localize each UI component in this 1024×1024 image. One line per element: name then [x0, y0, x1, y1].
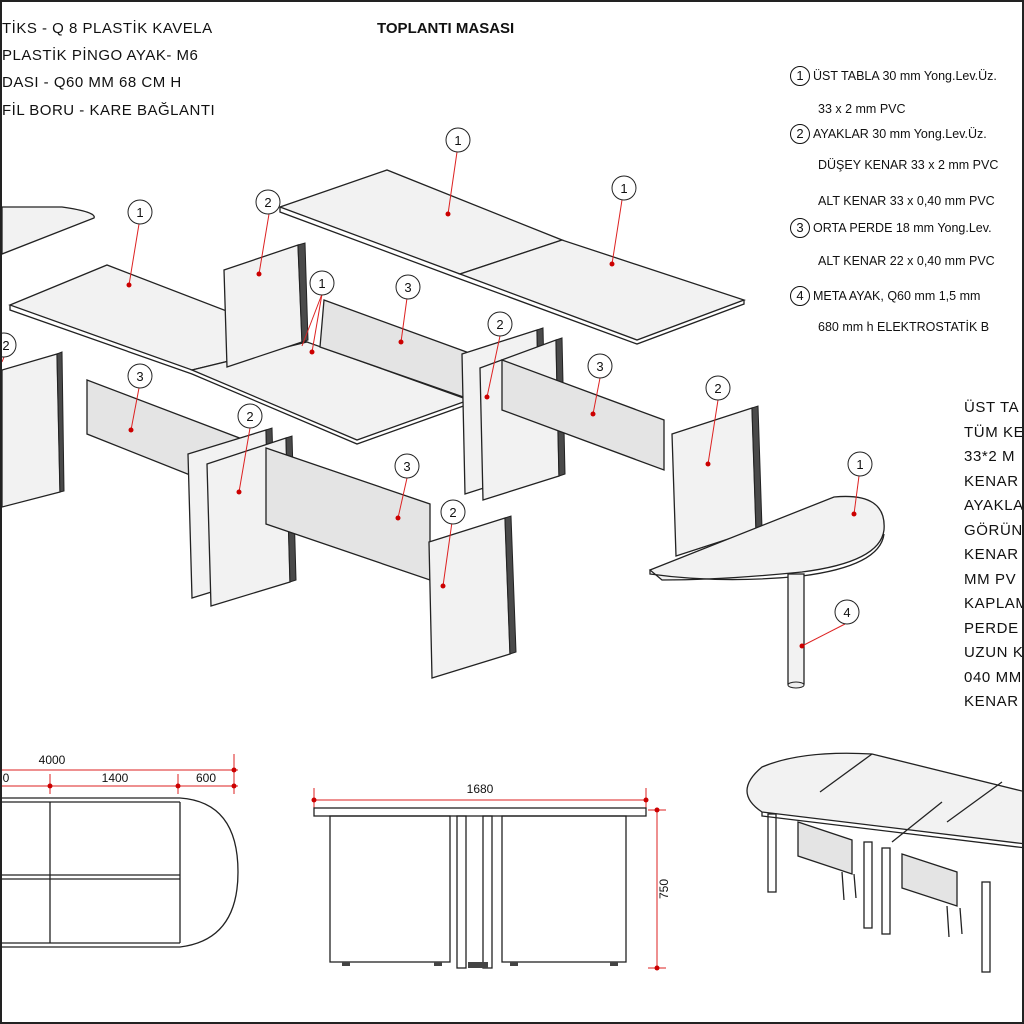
- svg-text:2: 2: [449, 505, 456, 520]
- leg-panel-front: [428, 517, 511, 679]
- leg-panel-front-edge: [504, 515, 517, 655]
- metal-leg: [787, 573, 805, 685]
- spec-num-circle: 4: [790, 286, 810, 306]
- spec-item-1-sub: 33 x 2 mm PVC: [818, 102, 906, 116]
- callout-2: 2: [237, 403, 263, 429]
- leg-panel-left-edge: [56, 351, 65, 493]
- page-title: TOPLANTI MASASI: [377, 20, 515, 37]
- callout-2: 2: [705, 375, 731, 401]
- svg-text:2: 2: [496, 317, 503, 332]
- callout-1: 1: [611, 175, 637, 201]
- callout-3: 3: [587, 353, 613, 379]
- note-line: KENAR: [964, 472, 1019, 490]
- leg-panel-left: [2, 353, 61, 508]
- spec-item-2-sub1: DÜŞEY KENAR 33 x 2 mm PVC: [818, 158, 999, 172]
- header-line-3: DASI - Q60 MM 68 CM H: [2, 74, 182, 91]
- svg-text:1: 1: [136, 205, 143, 220]
- assembled-view: [746, 752, 1022, 973]
- callout-1: 1: [127, 199, 153, 225]
- dim-total-length: 4000: [39, 753, 66, 767]
- dim-seg-right: 600: [196, 771, 216, 785]
- dim-seg-left: 0: [3, 771, 10, 785]
- spec-num-circle: 2: [790, 124, 810, 144]
- spec-num-circle: 3: [790, 218, 810, 238]
- callout-1: 1: [445, 127, 471, 153]
- header-line-4: FİL BORU - KARE BAĞLANTI: [2, 102, 216, 119]
- dim-width: 1680: [467, 782, 494, 796]
- callout-1: 1: [309, 270, 335, 296]
- svg-text:2: 2: [714, 381, 721, 396]
- svg-text:1: 1: [620, 181, 627, 196]
- svg-text:1: 1: [454, 133, 461, 148]
- callout-labels: 1 1 1 2 1 3 2 3 3 2 3 2 2 1 4 2: [2, 127, 873, 625]
- svg-text:3: 3: [404, 280, 411, 295]
- note-line: TÜM KE: [964, 423, 1024, 441]
- spec-item-4-sub: 680 mm h ELEKTROSTATİK B: [818, 320, 990, 334]
- metal-leg-foot: [787, 681, 805, 689]
- note-line: UZUN K: [964, 644, 1024, 661]
- leg-panel-back-edge: [297, 242, 309, 343]
- note-line: GÖRÜN: [964, 521, 1023, 539]
- right-notes: ÜST TA TÜM KE 33*2 M KENAR AYAKLA GÖRÜN …: [964, 396, 1024, 715]
- callout-3: 3: [127, 363, 153, 389]
- svg-text:2: 2: [2, 338, 9, 353]
- callout-3: 3: [394, 453, 420, 479]
- svg-text:1: 1: [318, 276, 325, 291]
- note-line: KENAR: [964, 693, 1019, 710]
- svg-text:1: 1: [856, 457, 863, 472]
- note-line: KENAR: [964, 546, 1019, 563]
- callout-2: 2: [2, 332, 17, 358]
- callout-2: 2: [440, 499, 466, 525]
- svg-text:3: 3: [596, 359, 603, 374]
- note-line: 040 MM: [964, 668, 1022, 686]
- modesty-panel-right: [501, 359, 665, 471]
- table-top-partial: [2, 206, 95, 255]
- note-line: MM PV: [964, 570, 1017, 588]
- header-line-1: TİKS - Q 8 PLASTİK KAVELA: [2, 20, 213, 37]
- svg-text:3: 3: [403, 459, 410, 474]
- spec-item-2-sub2: ALT KENAR 33 x 0,40 mm PVC: [818, 194, 995, 208]
- note-line: ÜST TA: [964, 399, 1020, 416]
- front-elevation: 1680 750: [311, 782, 671, 971]
- callouts: [2, 151, 860, 649]
- svg-text:2: 2: [264, 195, 271, 210]
- note-line: 33*2 M: [964, 448, 1016, 465]
- svg-text:2: 2: [246, 409, 253, 424]
- callout-3: 3: [395, 274, 421, 300]
- callout-2: 2: [487, 311, 513, 337]
- header-line-2: PLASTİK PİNGO AYAK- M6: [2, 47, 199, 64]
- svg-text:4: 4: [843, 605, 850, 620]
- table-top-right-thick: [279, 207, 745, 345]
- callout-2: 2: [255, 189, 281, 215]
- svg-text:3: 3: [136, 369, 143, 384]
- note-line: PERDE: [964, 619, 1019, 637]
- note-line: AYAKLA: [964, 497, 1024, 514]
- note-line: KAPLAM: [964, 595, 1024, 612]
- callout-4: 4: [834, 599, 860, 625]
- spec-item-3-sub: ALT KENAR 22 x 0,40 mm PVC: [818, 254, 995, 268]
- dim-seg-middle: 1400: [102, 771, 129, 785]
- spec-num-circle: 1: [790, 66, 810, 86]
- plan-view: 4000 0 1400 600: [2, 753, 239, 948]
- dim-height: 750: [657, 879, 671, 899]
- callout-1: 1: [847, 451, 873, 477]
